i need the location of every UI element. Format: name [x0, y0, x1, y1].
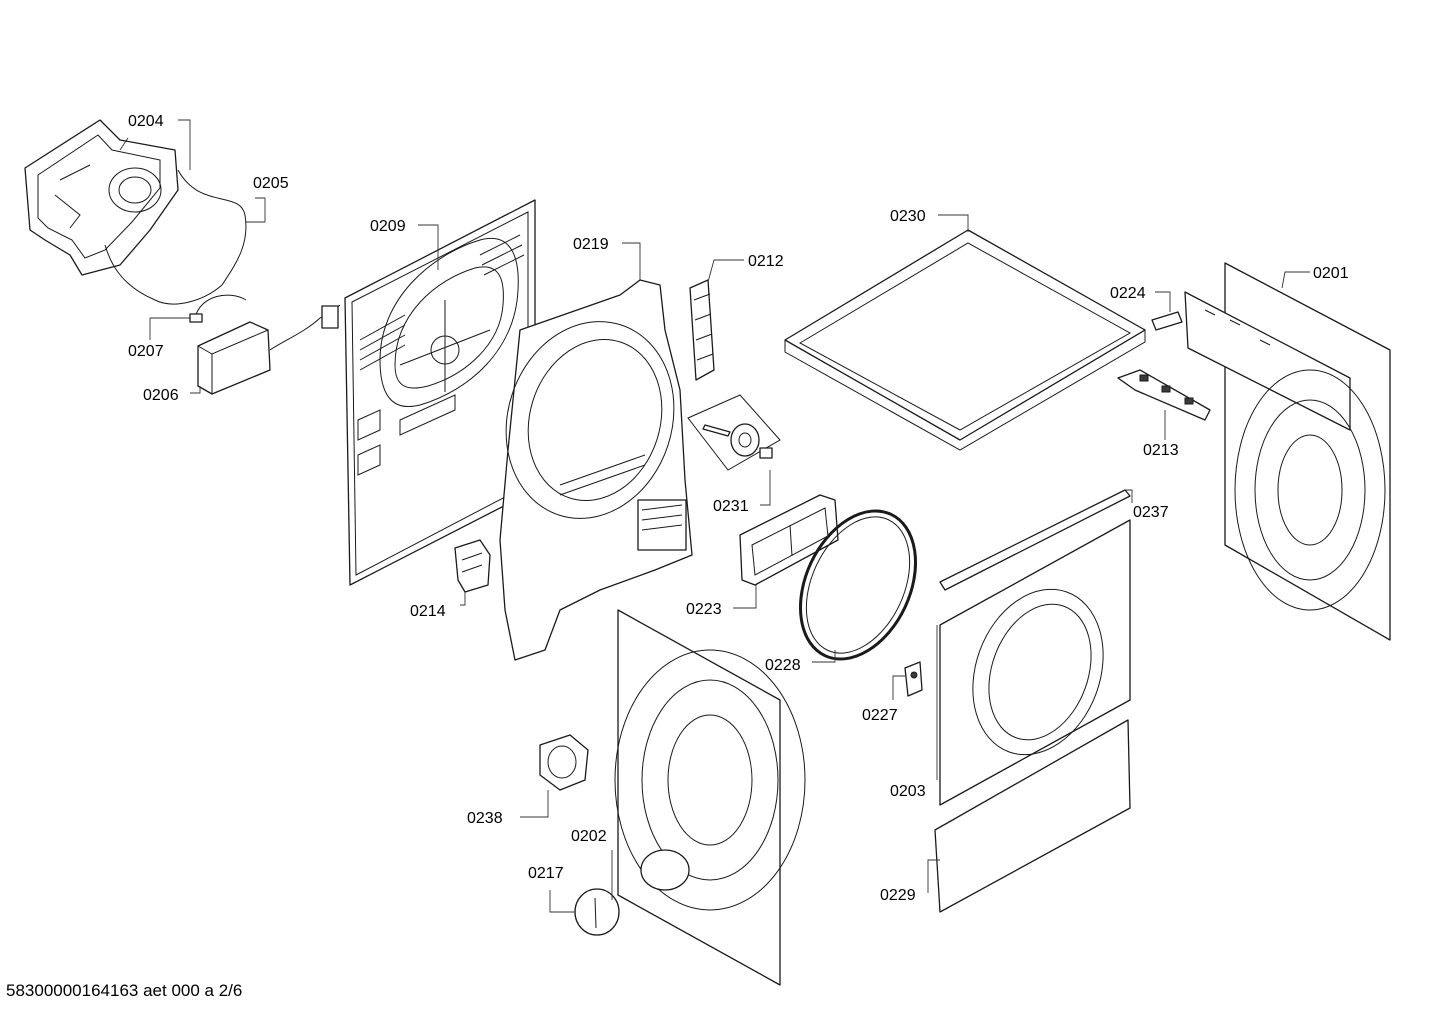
part-0209-rear-panel	[344, 199, 536, 586]
callout-0212: 0212	[748, 253, 784, 270]
callout-0203: 0203	[890, 783, 926, 800]
part-0213-bracket	[1117, 369, 1211, 421]
callout-0227: 0227	[862, 707, 898, 724]
callout-0207: 0207	[128, 343, 164, 360]
part-0230-worktop	[784, 229, 1146, 451]
callout-0231: 0231	[713, 498, 749, 515]
callout-labels: 0204 0205 0207 0206 0209 0219 0212 0231 …	[128, 113, 1349, 904]
callout-0202: 0202	[571, 828, 607, 845]
callout-0238: 0238	[467, 810, 503, 827]
part-0201-side-panel	[1184, 262, 1391, 641]
callout-0230: 0230	[890, 208, 926, 225]
part-0231-fan	[687, 394, 781, 471]
callout-0237: 0237	[1133, 504, 1169, 521]
part-0205-wire	[104, 169, 247, 305]
callout-0209: 0209	[370, 218, 406, 235]
callout-0228: 0228	[765, 657, 801, 674]
part-0204-heater-duct	[24, 119, 179, 276]
callout-0217: 0217	[528, 865, 564, 882]
part-0238-fan-housing	[539, 734, 589, 791]
callout-0206: 0206	[143, 387, 179, 404]
callout-0214: 0214	[410, 603, 446, 620]
callout-0204: 0204	[128, 113, 164, 130]
callout-0224: 0224	[1110, 285, 1146, 302]
part-0203-front-panel	[939, 519, 1131, 806]
part-0224-clip	[1151, 311, 1183, 331]
drawing-reference: 58300000164163 aet 000 a 2/6	[6, 981, 243, 1000]
callout-0219: 0219	[573, 236, 609, 253]
part-0214-door-lock	[454, 539, 491, 593]
leader-lines	[119, 119, 1310, 913]
part-0229-plinth	[934, 719, 1131, 913]
part-0217-cap	[574, 888, 620, 936]
callout-0213: 0213	[1143, 442, 1179, 459]
callout-0229: 0229	[880, 887, 916, 904]
part-0202-side-panel	[614, 609, 806, 986]
part-0206-heater-relay	[197, 304, 341, 395]
callout-0223: 0223	[686, 601, 722, 618]
callout-0205: 0205	[253, 175, 289, 192]
part-0212-strip	[689, 279, 715, 381]
part-0227-switch	[904, 661, 923, 697]
callout-0201: 0201	[1313, 265, 1349, 282]
part-0237-rail	[939, 489, 1131, 591]
part-0228-door-seal	[798, 509, 918, 661]
part-0219-drum-frame	[499, 279, 693, 661]
